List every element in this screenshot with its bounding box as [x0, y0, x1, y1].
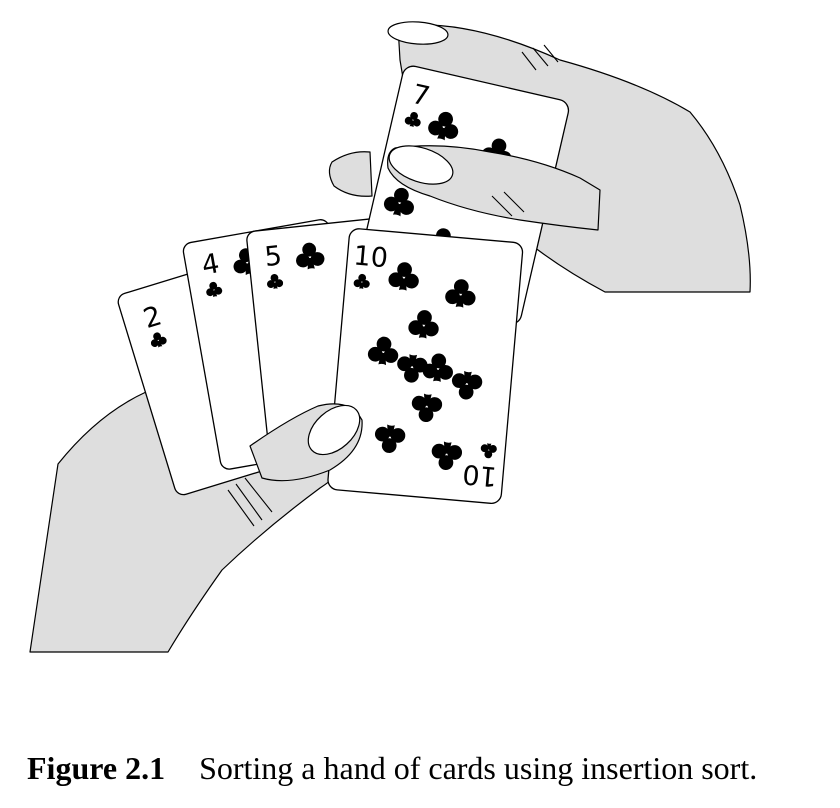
figure-caption: Figure 2.1 Sorting a hand of cards using …: [27, 748, 757, 788]
thumbnail: [307, 404, 361, 456]
card-4-rank: 4: [199, 248, 221, 282]
figure-label: Figure 2.1: [27, 750, 166, 786]
insertion-sort-illustration: 2 4 5 7 10: [29, 21, 751, 653]
left-thumb: [249, 403, 363, 482]
card-10: 10 10: [327, 228, 524, 504]
card-7-rank: 7: [409, 79, 433, 113]
caption-text: Sorting a hand of cards using insertion …: [199, 750, 758, 786]
right-hand-finger: [387, 21, 601, 231]
card-10-rank-inverted: 10: [461, 458, 498, 492]
card-10-rank: 10: [352, 240, 389, 274]
fingernail: [387, 21, 449, 45]
fingernail: [388, 145, 454, 185]
card-5-rank: 5: [263, 240, 283, 273]
